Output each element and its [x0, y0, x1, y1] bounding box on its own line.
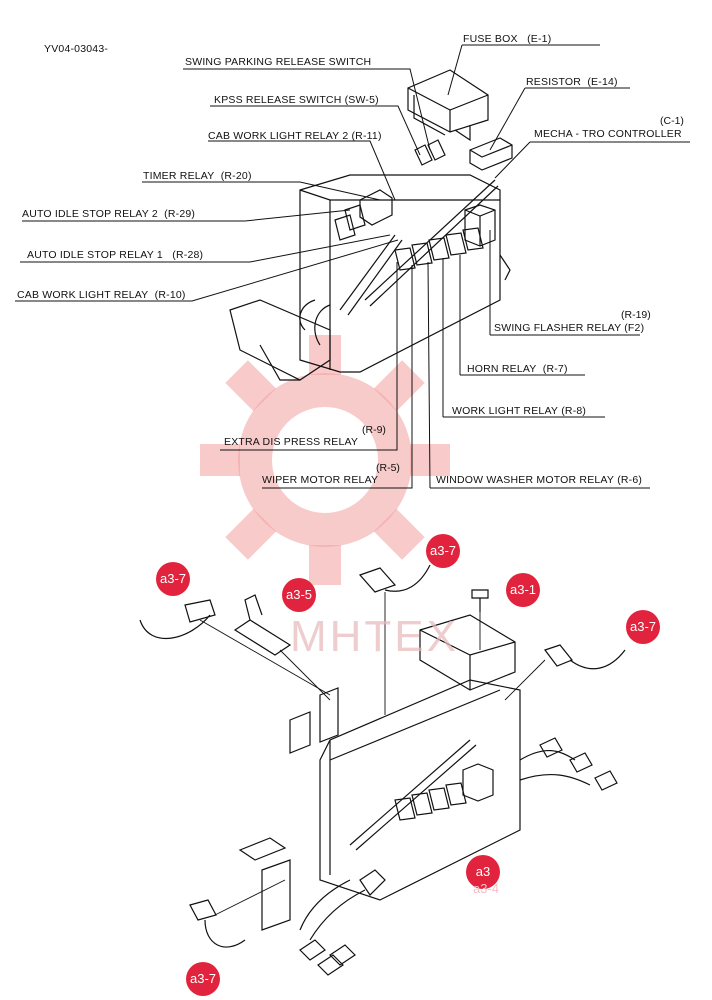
label-mecha-code: (C-1): [660, 115, 684, 127]
callout-badge-faded: a3-4: [472, 881, 500, 896]
callout-badge: a3-7: [186, 962, 220, 996]
callout-badge: a3: [466, 855, 500, 889]
label-swing-flasher-code: (R-19): [621, 309, 651, 321]
label-resistor: RESISTOR (E-14): [526, 76, 618, 88]
callout-badge: a3-7: [626, 610, 660, 644]
label-auto-idle-stop-relay-2: AUTO IDLE STOP RELAY 2 (R-29): [22, 208, 196, 220]
label-cab-work-light-relay-2: CAB WORK LIGHT RELAY 2 (R-11): [208, 130, 382, 142]
label-swing-parking-release-switch: SWING PARKING RELEASE SWITCH: [185, 56, 372, 68]
watermark-text: MHTEX: [290, 612, 459, 661]
label-auto-idle-stop-relay-1: AUTO IDLE STOP RELAY 1 (R-28): [27, 249, 204, 261]
label-timer-relay: TIMER RELAY (R-20): [143, 170, 252, 182]
callout-badge: a3-1: [506, 573, 540, 607]
label-mecha-tro-controller: MECHA - TRO CONTROLLER: [534, 128, 682, 140]
label-wiper-code: (R-5): [376, 462, 400, 474]
label-wiper-motor-relay: WIPER MOTOR RELAY: [262, 474, 379, 486]
label-extra-dis-press-code: (R-9): [362, 424, 386, 436]
label-work-light-relay: WORK LIGHT RELAY (R-8): [452, 405, 587, 417]
callout-badge: a3-5: [282, 578, 316, 612]
callout-badge: a3-7: [156, 562, 190, 596]
label-fuse-box: FUSE BOX (E-1): [463, 33, 552, 45]
label-kpss-release-switch: KPSS RELEASE SWITCH (SW-5): [214, 94, 379, 106]
label-extra-dis-press-relay: EXTRA DIS PRESS RELAY: [224, 436, 359, 448]
document-id: YV04-03043-: [44, 43, 109, 55]
callout-badge: a3-7: [426, 534, 460, 568]
label-horn-relay: HORN RELAY (R-7): [467, 363, 568, 375]
label-swing-flasher-relay: SWING FLASHER RELAY (F2): [494, 322, 645, 334]
label-cab-work-light-relay: CAB WORK LIGHT RELAY (R-10): [17, 289, 186, 301]
label-window-washer-motor-relay: WINDOW WASHER MOTOR RELAY (R-6): [436, 474, 643, 486]
